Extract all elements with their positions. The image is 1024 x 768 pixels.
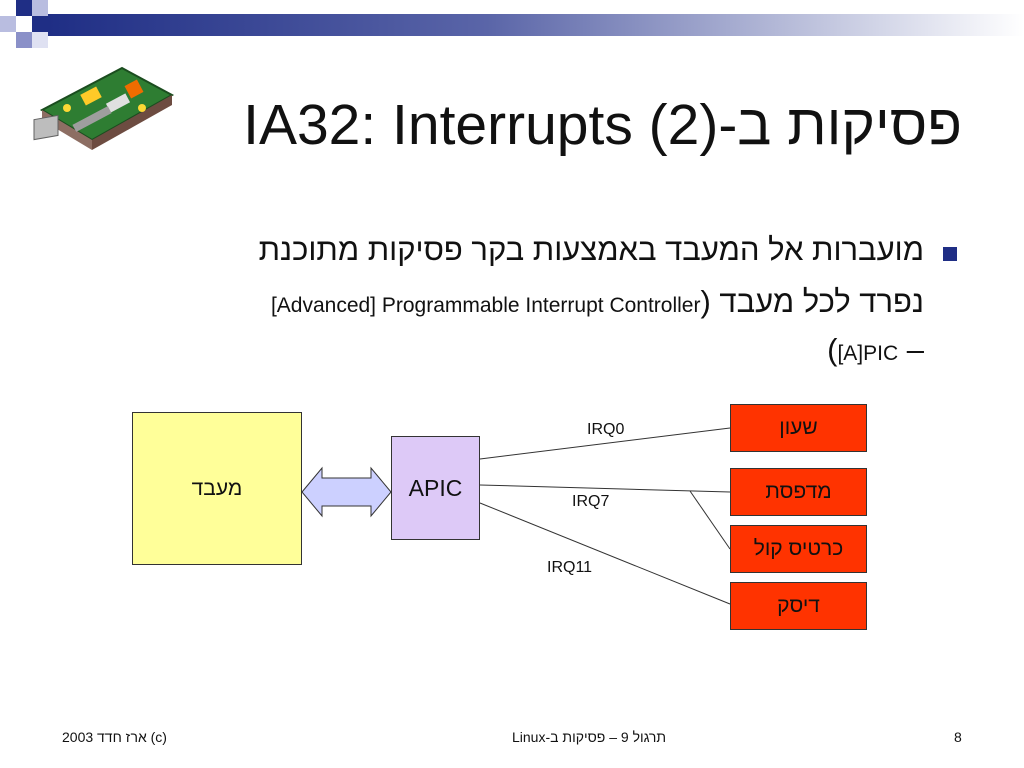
irq7-branch-line — [689, 490, 731, 550]
circuit-board-icon — [33, 66, 175, 150]
title-stripe — [48, 14, 1024, 36]
irq7-label: IRQ7 — [572, 493, 610, 510]
apic-box: APIC — [391, 436, 480, 540]
irq7-line — [479, 484, 731, 493]
irq0-label: IRQ0 — [587, 421, 625, 438]
device-clock: שעון — [730, 404, 867, 452]
bullet-line-2-english: [Advanced] Programmable Interrupt Contro… — [270, 294, 701, 317]
bullet-marker — [943, 247, 957, 261]
corner-squares-decoration — [0, 0, 1024, 60]
irq0-line — [479, 427, 731, 460]
footer-lecture-title: תרגול 9 – פסיקות ב-Linux — [512, 729, 667, 745]
bullet-line-3-english: [A]PIC — [837, 342, 899, 365]
bidirectional-arrow — [301, 466, 392, 518]
slide-title: פסיקות ב-IA32: Interrupts (2) — [243, 93, 962, 157]
device-disk: דיסק — [730, 582, 867, 630]
footer-page-number: 8 — [954, 729, 962, 745]
bullet-line-2-hebrew: נפרד לכל מעבד — [719, 284, 924, 319]
bullet-line-2: נפרד לכל מעבד ([Advanced] Programmable I… — [270, 284, 924, 319]
irq11-label: IRQ11 — [547, 559, 593, 576]
processor-box: מעבד — [132, 412, 302, 565]
device-printer: מדפסת — [730, 468, 867, 516]
irq11-line — [479, 502, 731, 605]
footer-copyright: (c) ארז חדד 2003 — [62, 729, 167, 745]
device-sound-card: כרטיס קול — [730, 525, 867, 573]
bullet-line-3-dash: – — [906, 332, 924, 367]
bullet-line-1: מועברות אל המעבד באמצעות בקר פסיקות מתוכ… — [258, 232, 924, 267]
bullet-line-3: – [A]PIC) — [827, 332, 924, 367]
